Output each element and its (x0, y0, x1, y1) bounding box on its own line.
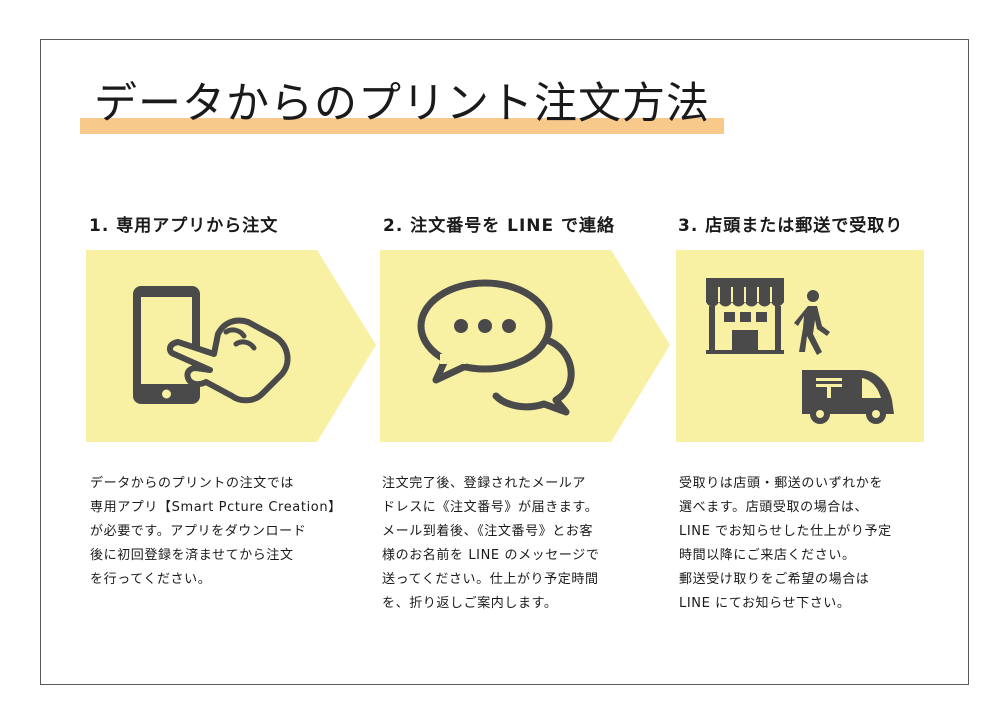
page-frame (40, 39, 969, 685)
store-and-delivery-icon (706, 278, 894, 424)
step-2-description: 注文完了後、登録されたメールア ドレスに《注文番号》が届きます。 メール到着後、… (382, 472, 599, 616)
step-3-line: LINE でお知らせした仕上がり予定 (679, 524, 892, 539)
phone-tap-icon (133, 286, 291, 404)
step-3-panel (676, 250, 924, 442)
step-1-line: が必要です。アプリをダウンロード (90, 524, 307, 539)
step-1-line: 専用アプリ【Smart Pcture Creation】 (90, 500, 342, 515)
storefront-icon (706, 278, 784, 354)
step-1-heading: 1. 専用アプリから注文 (89, 216, 279, 236)
chat-bubbles-icon (417, 279, 575, 416)
step-2-arrow-panel (380, 250, 670, 442)
step-2-line: を、折り返しご案内します。 (382, 596, 558, 611)
step-3-line: 郵送受け取りをご希望の場合は (679, 572, 870, 587)
step-2-line: ドレスに《注文番号》が届きます。 (382, 500, 599, 515)
step-2-line: 送ってください。仕上がり予定時間 (382, 572, 599, 587)
step-1-line: 後に初回登録を済ませてから注文 (90, 548, 294, 563)
step-2-line: 注文完了後、登録されたメールア (382, 476, 587, 491)
title-highlight-bar (80, 118, 724, 134)
step-3-line: LINE にてお知らせ下さい。 (679, 596, 851, 611)
step-3-line: 時間以降にご来店ください。 (679, 548, 856, 563)
step-1-panel (86, 250, 378, 442)
step-1-arrow-panel (86, 250, 376, 442)
step-2-panel (380, 250, 672, 442)
page-title: データからのプリント注文方法 (94, 79, 710, 129)
delivery-truck-icon (802, 370, 894, 424)
step-2-line: 様のお名前を LINE のメッセージで (382, 548, 600, 563)
step-2-heading: 2. 注文番号を LINE で連絡 (383, 216, 616, 236)
step-1-description: データからのプリントの注文では 専用アプリ【Smart Pcture Creat… (90, 472, 342, 592)
walking-person-icon (794, 290, 830, 355)
step-1-line: を行ってください。 (90, 572, 212, 587)
step-3-box-panel (676, 250, 924, 442)
step-2-line: メール到着後、《注文番号》とお客 (382, 524, 594, 539)
step-3-line: 受取りは店頭・郵送のいずれかを (679, 476, 884, 491)
step-1-line: データからのプリントの注文では (90, 476, 295, 491)
step-3-description: 受取りは店頭・郵送のいずれかを 選べます。店頭受取の場合は、 LINE でお知ら… (679, 472, 892, 616)
step-3-heading: 3. 店頭または郵送で受取り (678, 216, 904, 236)
step-3-line: 選べます。店頭受取の場合は、 (679, 500, 869, 515)
